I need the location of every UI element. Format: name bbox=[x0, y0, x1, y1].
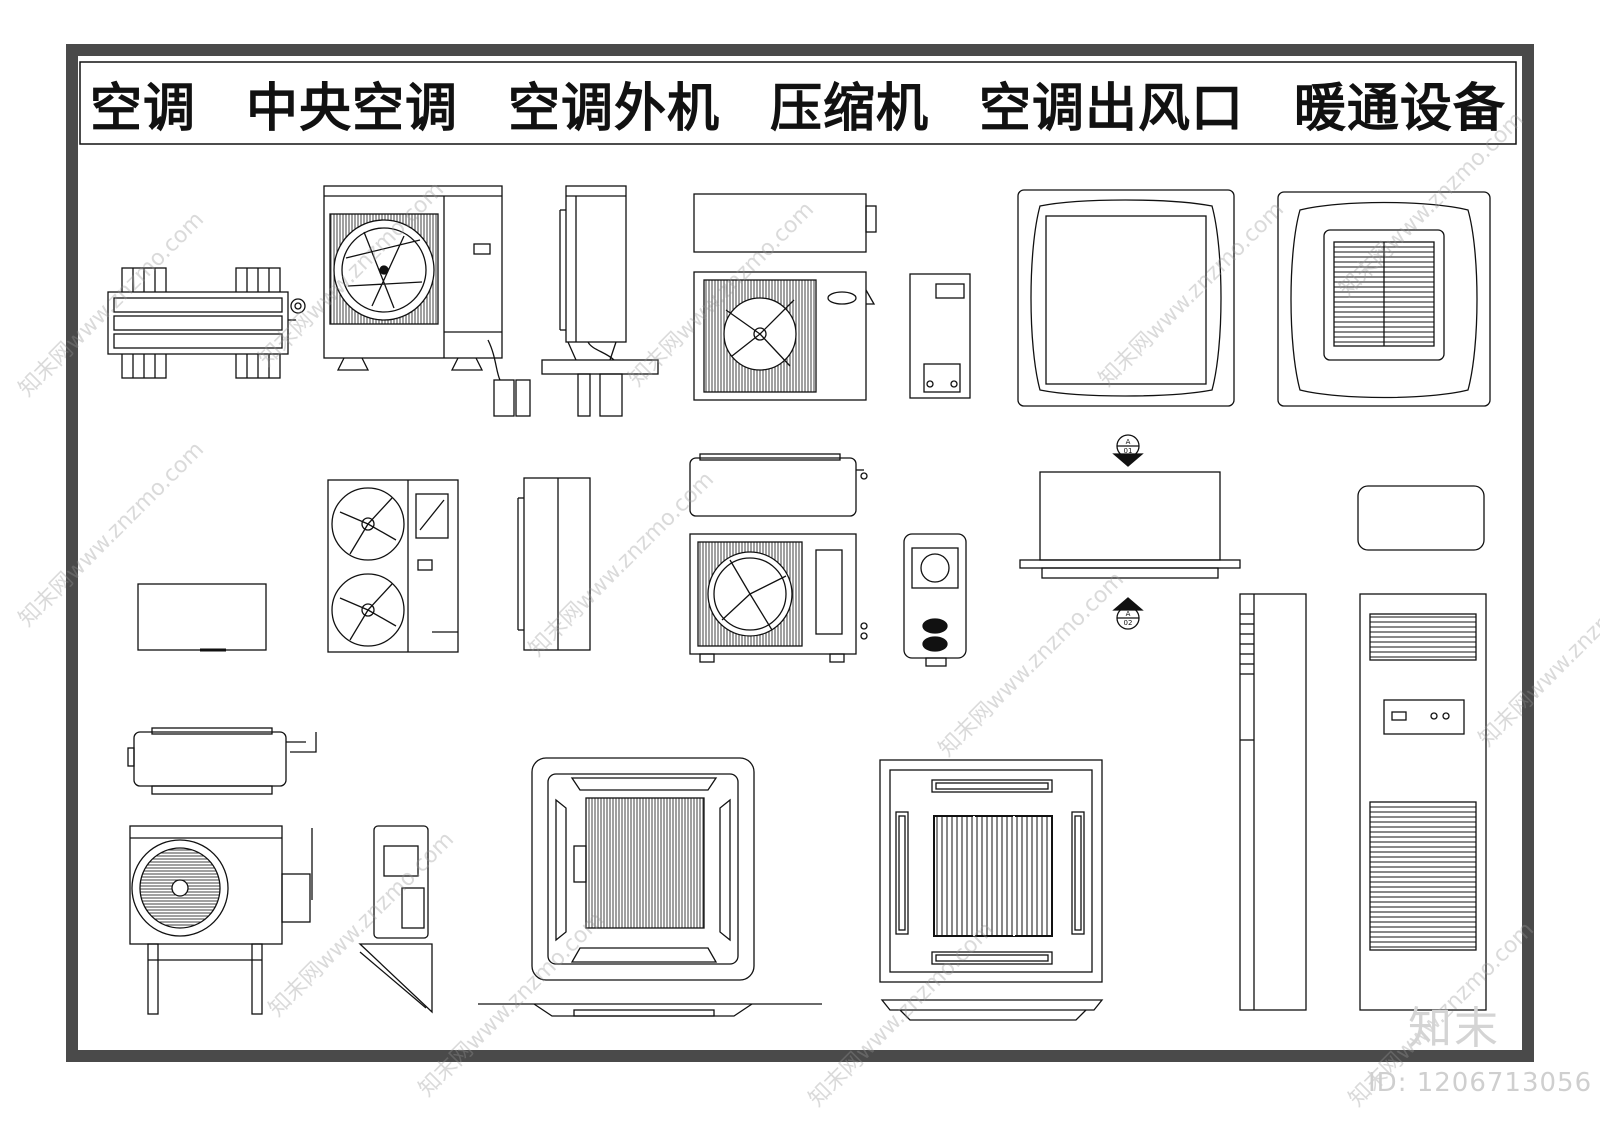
title-word-air-outlet: 空调出风口 bbox=[978, 78, 1244, 139]
title-word-compressor: 压缩机 bbox=[769, 78, 929, 139]
outdoor-unit-front-view bbox=[323, 185, 531, 417]
title-word-hvac-equipment: 暖通设备 bbox=[1293, 78, 1506, 139]
four-way-cassette-a bbox=[478, 757, 822, 1017]
ducted-unit-top-view bbox=[689, 453, 868, 517]
title-word-central-ac: 中央空调 bbox=[245, 78, 458, 139]
wall-bracket-side-view bbox=[358, 825, 433, 1014]
title-word-air-conditioner: 空调 bbox=[90, 78, 197, 139]
wall-panel-small bbox=[137, 583, 267, 652]
title-bar: 空调 中央空调 空调外机 压缩机 空调出风口 暖通设备 bbox=[80, 62, 1516, 144]
brand-logo: 知末 bbox=[1408, 1003, 1500, 1054]
compressor-unit-round bbox=[903, 533, 967, 667]
split-indoor-unit-top bbox=[127, 727, 317, 795]
split-unit-side-panel bbox=[517, 477, 591, 651]
outdoor-unit-side-view bbox=[541, 185, 659, 417]
cassette-outlet-grille bbox=[1277, 191, 1491, 407]
section-mark-letter: A bbox=[1126, 610, 1131, 618]
title-word-outdoor-unit: 空调外机 bbox=[507, 78, 720, 139]
section-mark-number: 01 bbox=[1124, 447, 1133, 455]
ceiling-duct-section bbox=[1019, 471, 1241, 579]
four-way-cassette-b bbox=[879, 759, 1104, 1021]
image-id-label: ID: 1206713056 bbox=[1368, 1068, 1593, 1098]
section-mark-02 bbox=[1112, 597, 1144, 630]
floor-standing-unit-front bbox=[1359, 593, 1487, 1011]
floor-standing-unit-side bbox=[1239, 593, 1307, 1011]
fan-coil-unit-top-view bbox=[107, 267, 306, 379]
section-mark-01 bbox=[1112, 434, 1144, 467]
condensing-unit-top-view bbox=[693, 193, 877, 253]
wall-mounted-indoor-unit bbox=[1357, 485, 1485, 551]
section-mark-letter: A bbox=[1126, 438, 1131, 446]
section-mark-number: 02 bbox=[1124, 619, 1133, 627]
condensing-unit-front-view bbox=[693, 271, 876, 401]
twin-fan-outdoor-unit bbox=[327, 479, 459, 653]
cassette-outlet-plain bbox=[1017, 189, 1235, 407]
split-outdoor-unit-front bbox=[689, 533, 868, 663]
wall-bracket-outdoor-unit bbox=[129, 825, 313, 1015]
compressor-unit bbox=[909, 273, 971, 399]
